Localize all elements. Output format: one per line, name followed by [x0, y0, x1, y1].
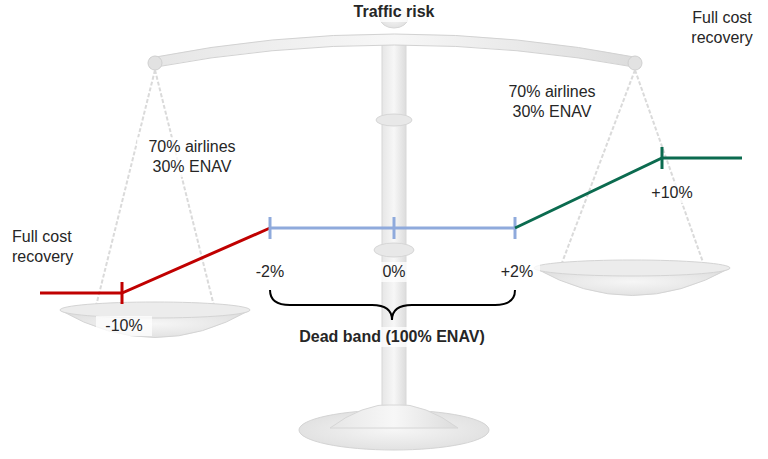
axis-value: +10% [644, 183, 700, 203]
dead-band-brace [270, 290, 515, 320]
outcome-label: Full cost recovery [10, 227, 90, 267]
sharing-label: 70% airlines 30% ENAV [137, 137, 247, 177]
axis-value: -2% [248, 262, 292, 282]
sharing-label: 70% airlines 30% ENAV [497, 82, 607, 122]
axis-value: +2% [494, 262, 540, 282]
axis-value: -10% [96, 316, 152, 336]
band-label: Dead band (100% ENAV) [277, 327, 507, 347]
scale-title: Traffic risk [339, 2, 449, 22]
scale-body [148, 8, 642, 450]
outcome-label: Full cost recovery [680, 8, 764, 48]
scale-pans [60, 260, 730, 338]
axis-value: 0% [374, 262, 414, 282]
